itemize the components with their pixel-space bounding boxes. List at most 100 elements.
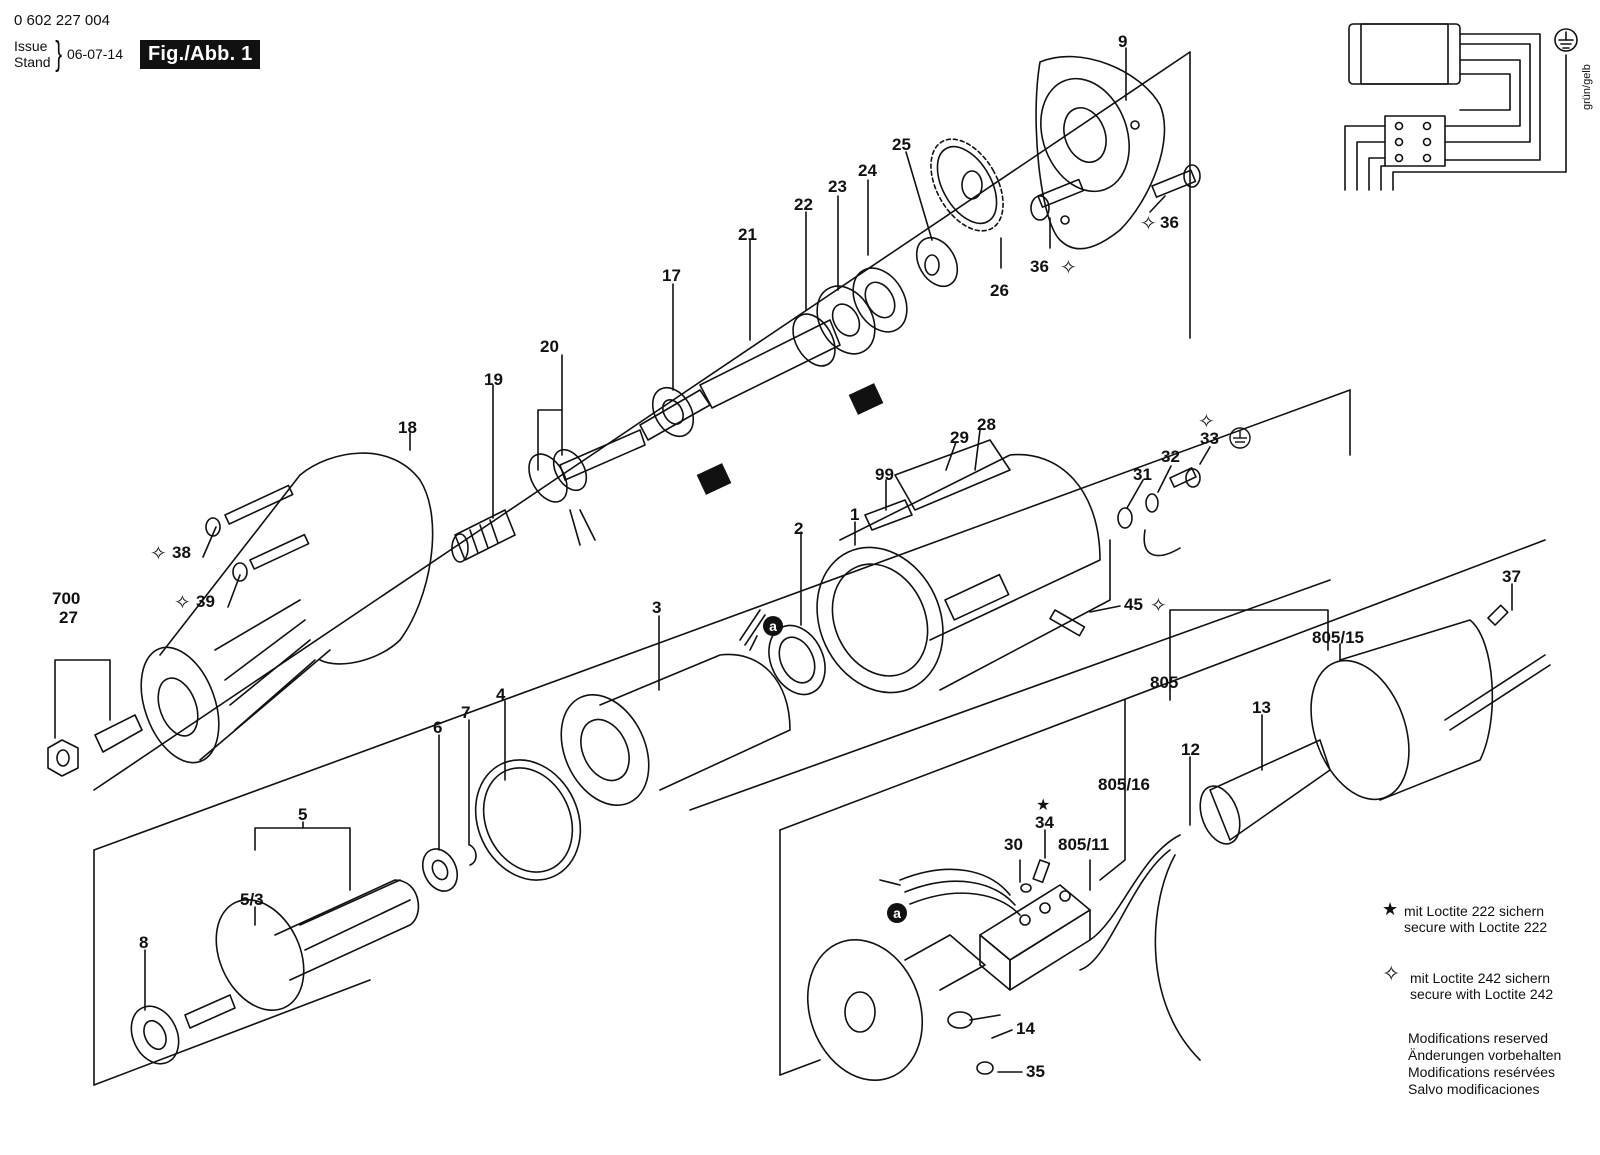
callout-14: 14 — [1016, 1019, 1035, 1038]
callout-38: 38 — [172, 543, 191, 562]
leader-lines — [54, 47, 1513, 1073]
spindle-washers — [528, 448, 596, 546]
service-marker-icon — [696, 383, 884, 495]
brush-housing — [806, 934, 986, 1082]
callout-22: 22 — [794, 195, 813, 214]
issue-labels: Issue Stand — [14, 38, 51, 70]
cable-clip — [947, 1011, 1001, 1029]
ground-wire-label: grün/gelb — [1581, 64, 1593, 110]
ball-bearing-upper — [852, 267, 908, 333]
callout-13: 13 — [1252, 698, 1271, 717]
loctite-242-marker-36b: ✧ — [1140, 211, 1157, 235]
connection-marker-a-upper: a — [763, 616, 783, 636]
callout-45: 45 — [1124, 595, 1143, 614]
assembly-frame-lower — [779, 539, 1546, 1076]
loctite-242-legend: ✧ mit Loctite 242 sichern secure with Lo… — [1382, 963, 1554, 1003]
callout-805: 805 — [1150, 673, 1178, 692]
circlip — [469, 844, 477, 866]
loctite-222-marker-34: ★ — [1036, 795, 1050, 814]
collet-thread — [451, 509, 516, 563]
power-cable — [1079, 834, 1201, 1061]
housing-screw-45 — [1049, 609, 1086, 637]
loctite-242-marker-39: ✧ — [174, 590, 191, 614]
loctite-242-marker-36a: ✧ — [1060, 255, 1077, 279]
pinion-gear — [915, 236, 959, 288]
drive-gear — [930, 138, 1004, 232]
callout-5-3: 5/3 — [240, 890, 264, 909]
ground-mark-33-icon — [1229, 427, 1251, 449]
modifications-line2: Änderungen vorbehalten — [1408, 1047, 1562, 1063]
callout-5: 5 — [298, 805, 307, 824]
callout-35: 35 — [1026, 1062, 1045, 1081]
ground-screw — [1169, 467, 1201, 488]
collet-nut — [47, 739, 79, 777]
gear-head-housing — [140, 452, 434, 764]
callout-805-11: 805/11 — [1058, 835, 1109, 854]
shaft-ring — [792, 313, 836, 367]
spring-washer — [1145, 493, 1159, 513]
callout-4: 4 — [496, 685, 506, 704]
assembly-frame-middle — [93, 389, 1351, 1086]
modifications-line3: Modifications resérvées — [1408, 1064, 1556, 1080]
callout-33: 33 — [1200, 429, 1219, 448]
callout-7: 7 — [461, 703, 470, 722]
collet — [94, 714, 143, 753]
nameplate — [894, 439, 1011, 511]
loctite-markers: ✧ ✧ ✧ ✧ ✧ ✧ ★ — [150, 211, 1215, 814]
ground-symbol-icon — [1554, 28, 1578, 52]
callout-39: 39 — [196, 592, 215, 611]
callout-36-right: 36 — [1160, 213, 1179, 232]
cover-screw-left — [1030, 178, 1085, 221]
callout-17: 17 — [662, 266, 681, 285]
svg-text:a: a — [769, 618, 777, 634]
terminal-washer-30 — [1020, 883, 1032, 893]
armature — [184, 879, 420, 1029]
ball-bearing-rear — [130, 1005, 180, 1065]
loctite-242-line1: mit Loctite 242 sichern — [1410, 970, 1551, 986]
diamond-star-icon: ✧ — [1382, 961, 1401, 986]
gear-housing-cover — [1035, 55, 1166, 250]
assembly-frame-upper — [93, 51, 1191, 791]
clip-screw — [976, 1061, 994, 1075]
callout-labels: 9 25 24 23 22 21 26 36 36 17 20 19 18 38… — [52, 32, 1521, 1081]
figure-title: Fig./Abb. 1 — [140, 40, 261, 69]
modifications-line1: Modifications reserved — [1408, 1030, 1549, 1046]
loctite-222-legend: ★ mit Loctite 222 sichern secure with Lo… — [1382, 900, 1548, 935]
callout-34: 34 — [1035, 813, 1054, 832]
callout-700: 700 — [52, 589, 80, 608]
callout-9: 9 — [1118, 32, 1127, 51]
loctite-222-line2: secure with Loctite 222 — [1404, 919, 1548, 935]
spindle-shaft — [559, 319, 841, 481]
brush-wires — [899, 868, 1021, 916]
loctite-242-line2: secure with Loctite 242 — [1410, 986, 1554, 1002]
cover-screw-right — [1151, 164, 1201, 198]
loctite-242-marker-38: ✧ — [150, 541, 167, 565]
callout-24: 24 — [858, 161, 877, 180]
modifications-note: Modifications reserved Änderungen vorbeh… — [1408, 1030, 1561, 1098]
callout-21: 21 — [738, 225, 757, 244]
svg-text:a: a — [893, 905, 901, 921]
issue-block: Issue Stand } 06-07-14 — [14, 35, 123, 73]
label-plate — [864, 499, 913, 531]
loctite-242-marker-33: ✧ — [1198, 409, 1215, 433]
callout-26: 26 — [990, 281, 1009, 300]
end-cap-screw — [1487, 604, 1509, 626]
ball-bearing-spindle — [651, 386, 695, 438]
stator-ring — [474, 759, 582, 881]
terminal-block — [979, 884, 1091, 991]
callout-23: 23 — [828, 177, 847, 196]
terminal-washer — [1117, 507, 1133, 529]
callout-805-16: 805/16 — [1098, 775, 1150, 794]
brace-icon: } — [54, 35, 62, 73]
stand-label: Stand — [14, 54, 51, 70]
housing-screw-39 — [232, 533, 310, 582]
loctite-222-line1: mit Loctite 222 sichern — [1404, 903, 1545, 919]
callout-6: 6 — [433, 718, 442, 737]
ground-wire — [1143, 529, 1181, 557]
callout-12: 12 — [1181, 740, 1200, 759]
callout-36-left: 36 — [1030, 257, 1049, 276]
star-icon: ★ — [1382, 899, 1399, 919]
issue-label: Issue — [14, 38, 48, 54]
